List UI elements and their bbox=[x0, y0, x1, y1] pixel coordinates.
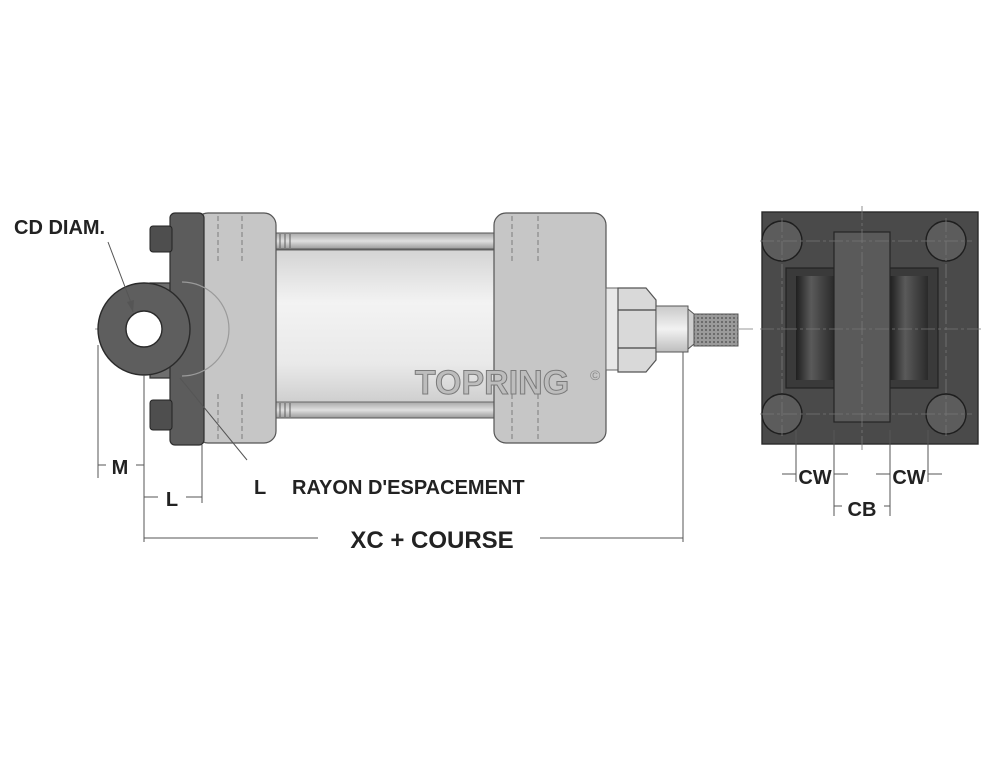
end-view: CW CW CB bbox=[760, 206, 982, 521]
label-cw-right: CW bbox=[892, 467, 925, 489]
piston-rod bbox=[605, 287, 739, 373]
cd-bore bbox=[125, 310, 163, 348]
tie-rods bbox=[267, 232, 501, 419]
label-l-short: L bbox=[166, 489, 178, 511]
topring-watermark: TOPRING © bbox=[414, 364, 601, 403]
bolt-head-top bbox=[149, 225, 173, 253]
rod-thread bbox=[693, 313, 739, 347]
side-dimensions: CD DIAM. M L L RAYON D'ESPACEMENT XC + C… bbox=[14, 217, 684, 554]
side-view: TOPRING © bbox=[95, 212, 755, 446]
watermark-copyright: © bbox=[590, 367, 601, 383]
label-cb: CB bbox=[848, 499, 877, 521]
clevis-ear-left bbox=[796, 276, 834, 380]
radius-leader bbox=[179, 377, 248, 461]
rod-head bbox=[493, 212, 607, 444]
label-cd-diam: CD DIAM. bbox=[14, 217, 105, 239]
cap-head bbox=[195, 212, 277, 444]
label-xc-course: XC + COURSE bbox=[350, 527, 513, 554]
label-l-radius: L bbox=[254, 477, 266, 499]
clevis-bracket bbox=[97, 212, 230, 446]
cd-arrowhead bbox=[127, 300, 134, 312]
watermark-text: TOPRING bbox=[415, 364, 569, 402]
bolt-head-bottom bbox=[149, 399, 173, 431]
label-rayon-espacement: RAYON D'ESPACEMENT bbox=[292, 477, 525, 499]
end-dimensions: CW CW CB bbox=[782, 430, 942, 521]
barrel bbox=[267, 249, 501, 403]
clevis-ear-right bbox=[890, 276, 928, 380]
label-cw-left: CW bbox=[798, 467, 831, 489]
label-m: M bbox=[112, 457, 129, 479]
